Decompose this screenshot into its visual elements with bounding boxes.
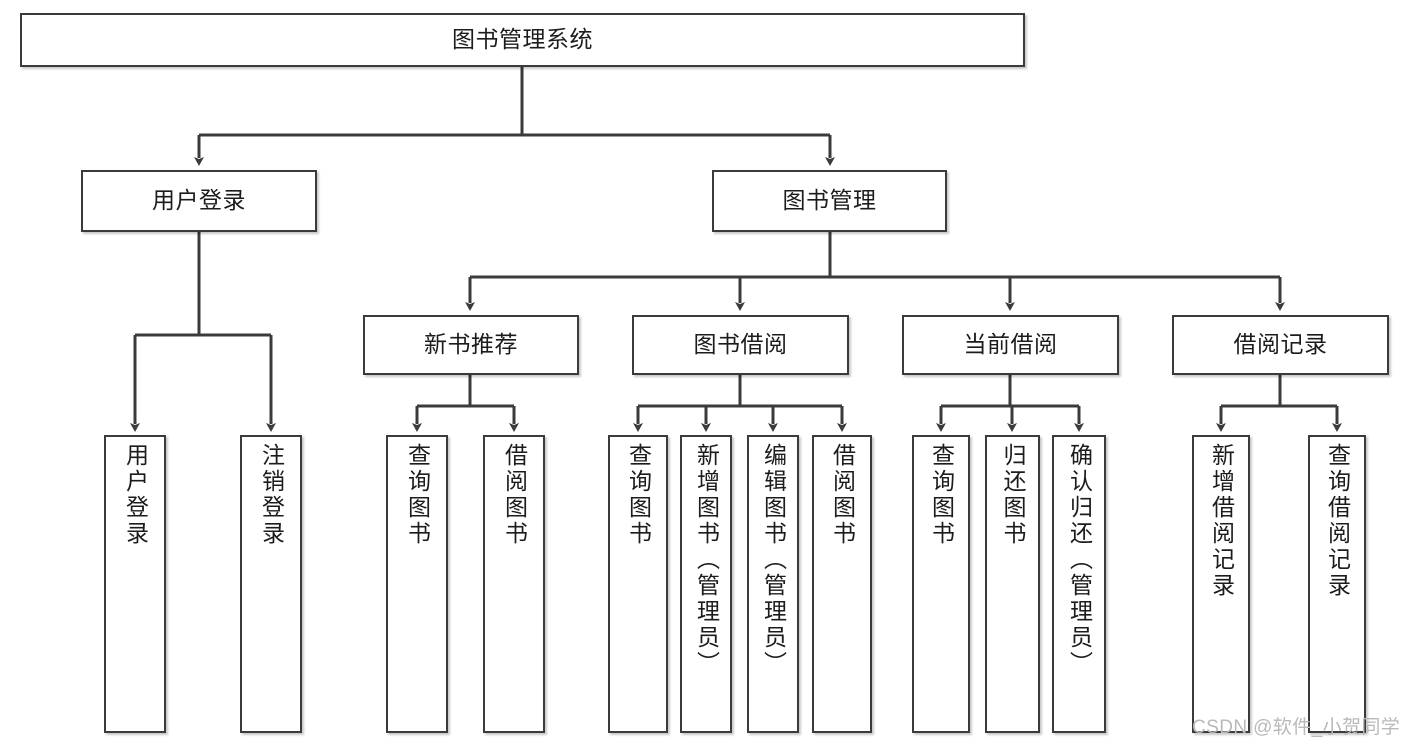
node-root-system[interactable]: 图书管理系统 (20, 13, 1025, 67)
node-label: 编辑图书（管理员） (760, 443, 787, 677)
node-label: 查询借阅记录 (1324, 443, 1351, 599)
node-leaf-borrow-book-1[interactable]: 借阅图书 (483, 435, 545, 733)
node-label: 归还图书 (1000, 443, 1026, 547)
node-leaf-logout[interactable]: 注销登录 (240, 435, 302, 733)
node-label: 用户登录 (122, 443, 149, 547)
node-label: 用户登录 (152, 187, 246, 214)
node-leaf-confirm-return[interactable]: 确认归还（管理员） (1052, 435, 1106, 733)
node-label: 新增借阅记录 (1208, 443, 1235, 599)
node-user-login[interactable]: 用户登录 (81, 170, 317, 232)
node-label: 查询图书 (928, 443, 955, 547)
node-borrow-record[interactable]: 借阅记录 (1172, 315, 1389, 375)
node-label: 当前借阅 (963, 331, 1058, 358)
node-label: 借阅记录 (1233, 331, 1328, 358)
node-label: 确认归还（管理员） (1066, 443, 1093, 677)
node-leaf-edit-book[interactable]: 编辑图书（管理员） (747, 435, 799, 733)
node-label: 图书借阅 (693, 331, 788, 358)
node-current-borrow[interactable]: 当前借阅 (902, 315, 1119, 375)
node-leaf-return-book[interactable]: 归还图书 (985, 435, 1040, 733)
node-leaf-add-record[interactable]: 新增借阅记录 (1192, 435, 1250, 733)
node-leaf-borrow-book-2[interactable]: 借阅图书 (812, 435, 872, 733)
node-label: 借阅图书 (829, 443, 856, 547)
node-label: 新增图书（管理员） (693, 443, 720, 677)
node-new-book-rec[interactable]: 新书推荐 (363, 315, 579, 375)
node-book-borrow[interactable]: 图书借阅 (632, 315, 849, 375)
node-label: 借阅图书 (501, 443, 528, 547)
node-label: 注销登录 (258, 443, 285, 547)
node-label: 查询图书 (404, 443, 431, 547)
node-label: 查询图书 (625, 443, 652, 547)
node-leaf-user-login[interactable]: 用户登录 (104, 435, 166, 733)
node-leaf-query-book-2[interactable]: 查询图书 (608, 435, 668, 733)
node-leaf-query-record[interactable]: 查询借阅记录 (1308, 435, 1366, 733)
node-leaf-query-book-1[interactable]: 查询图书 (386, 435, 448, 733)
node-leaf-query-book-3[interactable]: 查询图书 (912, 435, 970, 733)
node-label: 图书管理 (782, 187, 877, 214)
node-leaf-add-book[interactable]: 新增图书（管理员） (680, 435, 732, 733)
node-label: 图书管理系统 (452, 26, 593, 53)
node-book-manage[interactable]: 图书管理 (712, 170, 947, 232)
node-label: 新书推荐 (424, 331, 518, 358)
